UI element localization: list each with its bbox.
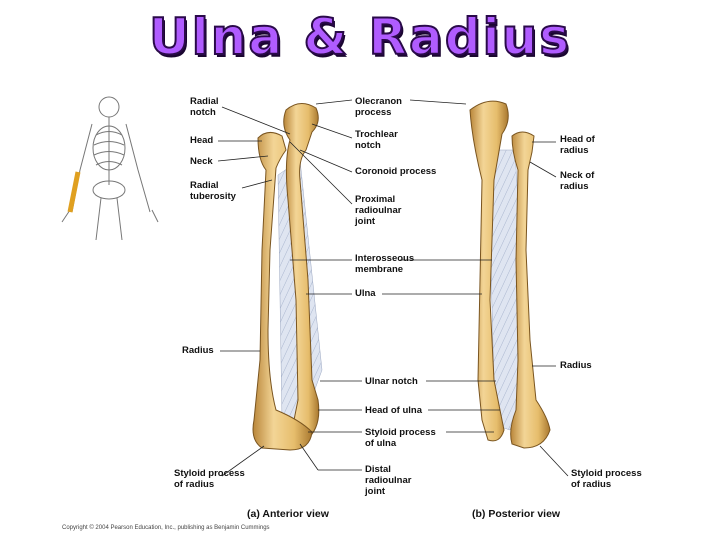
page-title: Ulna & Radius	[148, 7, 572, 67]
label-trochlear-notch: Trochlear notch	[355, 129, 398, 151]
label-neck: Neck	[190, 156, 213, 167]
label-radial-tuberosity: Radial tuberosity	[190, 180, 236, 202]
label-radius-posterior: Radius	[560, 360, 592, 371]
label-styloid-ulna: Styloid process of ulna	[365, 427, 436, 449]
label-head-of-radius: Head of radius	[560, 134, 595, 156]
skeleton-thumbnail	[61, 96, 159, 241]
label-ulnar-notch: Ulnar notch	[365, 376, 418, 387]
caption-posterior-view: (b) Posterior view	[472, 508, 561, 520]
label-olecranon: Olecranon process	[355, 96, 402, 118]
posterior-view-bones	[469, 100, 551, 449]
label-radius-anterior: Radius	[182, 345, 214, 356]
label-neck-of-radius: Neck of radius	[560, 170, 595, 192]
caption-anterior-view: (a) Anterior view	[247, 508, 329, 520]
label-interosseous: Interosseous membrane	[355, 253, 415, 275]
leader-lines	[217, 99, 569, 477]
highlighted-forearm	[67, 171, 81, 213]
label-radial-notch: Radial notch	[190, 96, 219, 118]
label-proximal-joint: Proximal radioulnar joint	[355, 194, 402, 227]
label-coronoid: Coronoid process	[355, 166, 437, 177]
label-styloid-radius-posterior: Styloid process of radius	[571, 468, 642, 490]
label-head-of-ulna: Head of ulna	[365, 405, 423, 416]
anterior-view-bones	[252, 103, 323, 451]
label-distal-joint: Distal radioulnar joint	[365, 464, 412, 497]
label-styloid-radius-anterior: Styloid process of radius	[174, 468, 245, 490]
label-head: Head	[190, 135, 214, 146]
copyright-notice: Copyright © 2004 Pearson Education, Inc.…	[62, 525, 270, 531]
label-ulna: Ulna	[355, 288, 376, 299]
